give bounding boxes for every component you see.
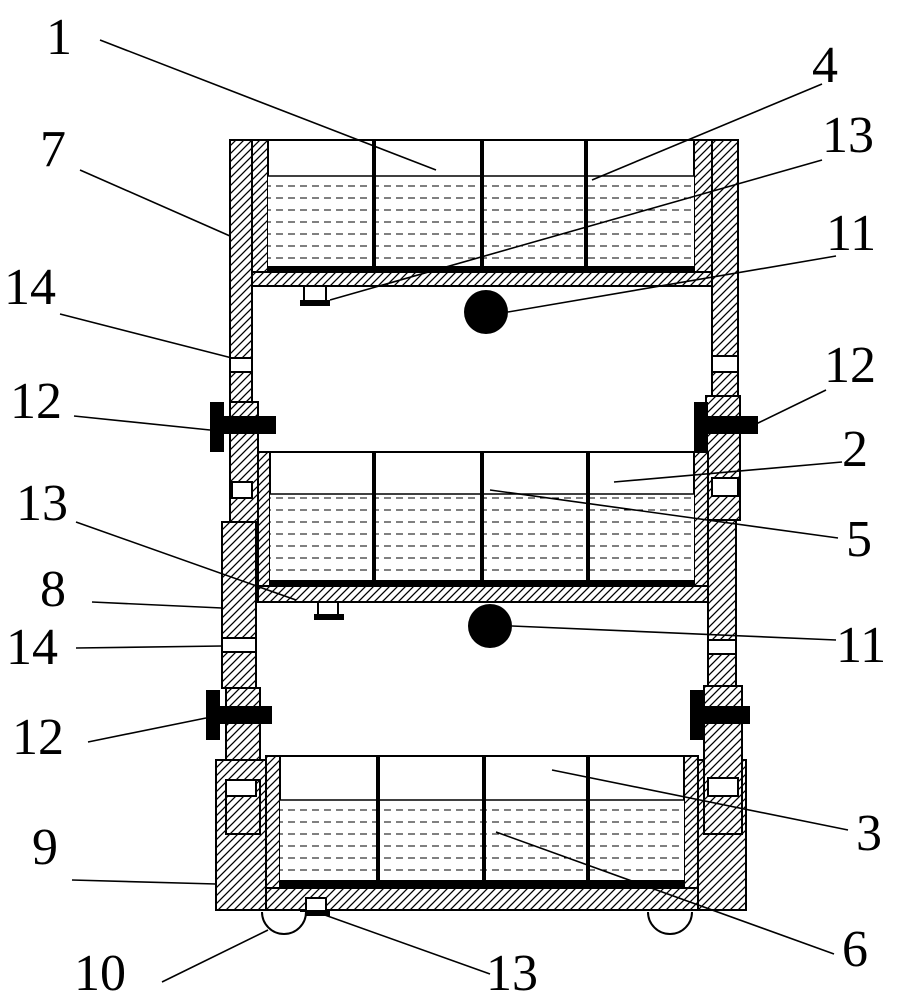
left-wheel (262, 912, 306, 934)
label-2: 2 (842, 424, 868, 476)
top-ball (464, 290, 508, 334)
label-11-top: 11 (826, 208, 876, 260)
right-wheel (648, 912, 692, 934)
top-tray-floor (252, 272, 712, 286)
middle-tray-floor (258, 586, 708, 602)
bottom-tray-wall-right (684, 756, 698, 896)
label-6: 6 (842, 924, 868, 976)
middle-drain-plug (318, 602, 338, 616)
label-13-mid: 13 (16, 478, 68, 530)
label-10: 10 (74, 948, 126, 1000)
label-1: 1 (46, 12, 72, 64)
bottom-tray-wall-left (266, 756, 280, 896)
right-upper-sleeve (706, 396, 740, 520)
label-13-bottom: 13 (486, 948, 538, 1000)
label-8: 8 (40, 564, 66, 616)
label-12-left-top: 12 (10, 376, 62, 428)
label-4: 4 (812, 40, 838, 92)
label-12-left-bottom: 12 (12, 712, 64, 764)
label-9: 9 (32, 822, 58, 874)
label-14-mid: 14 (6, 622, 58, 674)
left-middle-rail (222, 522, 256, 688)
middle-tray-wall-left (258, 452, 270, 600)
bottom-tray-floor (266, 888, 698, 910)
label-3: 3 (856, 808, 882, 860)
label-14-top: 14 (4, 262, 56, 314)
label-12-right-top: 12 (824, 340, 876, 392)
top-tray-wall-left (252, 140, 268, 280)
label-11-mid: 11 (836, 620, 886, 672)
middle-ball (468, 604, 512, 648)
top-tray-wall-right (694, 140, 712, 280)
right-middle-rail (708, 520, 736, 686)
top-drain-plug (304, 286, 326, 302)
label-5: 5 (846, 514, 872, 566)
label-7: 7 (40, 124, 66, 176)
label-13-top: 13 (822, 110, 874, 162)
